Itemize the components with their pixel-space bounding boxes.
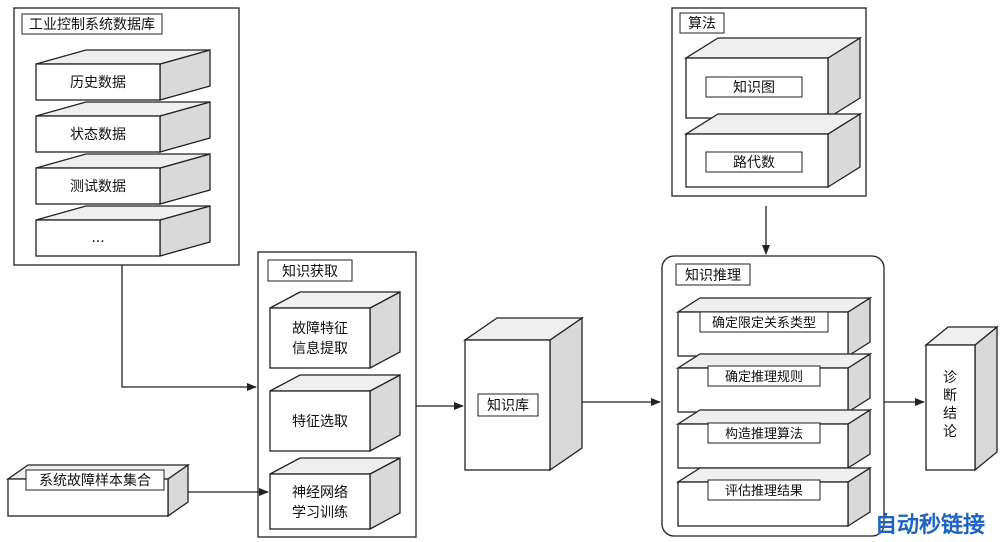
db-item-test: 测试数据 [35, 153, 211, 205]
result-char: 论 [943, 424, 957, 440]
db-item-label: ... [91, 230, 104, 246]
db-item-label: 状态数据 [70, 127, 126, 143]
acquire-item-feature-select: 特征选取 [269, 373, 401, 453]
acquire-group: 知识获取 故障特征 信息提取 特征选取 神经网络 学习训练 [257, 251, 417, 538]
reason-item-label: 评估推理结果 [725, 484, 803, 499]
acquire-title-box [267, 259, 353, 282]
db-frame [13, 7, 240, 266]
kb-label-box [477, 393, 539, 417]
acquire-frame [257, 251, 417, 538]
reason-item-rules: 确定推理规则 [675, 352, 873, 414]
reason-title: 知识推理 [685, 267, 741, 284]
acquire-item-line: 特征选取 [292, 414, 348, 430]
reason-item-label: 构造推理算法 [725, 427, 803, 442]
db-item-label: 测试数据 [70, 179, 126, 195]
algo-title-box [679, 12, 725, 34]
acquire-title: 知识获取 [282, 263, 338, 280]
result-char: 诊 [943, 370, 957, 386]
arrow-db-to-acquire [121, 265, 257, 391]
algo-frame [671, 7, 867, 197]
acquire-item-line: 信息提取 [292, 340, 348, 357]
samples-label-box [25, 469, 165, 491]
reason-item-evaluate: 评估推理结果 [675, 466, 873, 528]
reason-item-label: 确定推理规则 [725, 370, 803, 385]
acquire-item-line: 故障特征 [292, 321, 348, 337]
samples-box: 系统故障样本集合 [5, 463, 191, 518]
acquire-item-nn-training: 神经网络 学习训练 [269, 456, 401, 531]
result-box: 诊 断 结 论 [924, 325, 999, 472]
algo-group: 算法 知识图 路代数 [671, 7, 867, 197]
db-item-more: ... [35, 205, 211, 257]
reason-frame [661, 255, 885, 537]
reason-item-relation-type: 确定限定关系类型 [675, 296, 873, 358]
db-item-history: 历史数据 [35, 49, 211, 101]
samples-label: 系统故障样本集合 [39, 472, 151, 489]
reason-group: 知识推理 确定限定关系类型 确定推理规则 构造推理算法 [661, 255, 885, 537]
result-char: 结 [943, 406, 957, 422]
result-char: 断 [943, 388, 957, 404]
reason-item-label: 确定限定关系类型 [712, 316, 816, 331]
algo-item-label: 知识图 [733, 79, 775, 96]
db-title: 工业控制系统数据库 [29, 17, 155, 33]
algo-item-path-algebra: 路代数 [683, 112, 863, 189]
kb-label: 知识库 [487, 397, 529, 414]
db-title-box [21, 13, 163, 35]
db-item-label: 历史数据 [70, 75, 126, 91]
algo-item-label: 路代数 [733, 155, 775, 171]
acquire-item-feature-extract: 故障特征 信息提取 [269, 290, 401, 370]
knowledge-base: 知识库 [462, 316, 585, 472]
watermark-logo: 自动秒链接 [875, 512, 985, 538]
acquire-item-line: 神经网络 [292, 485, 348, 501]
acquire-item-line: 学习训练 [292, 505, 348, 521]
db-group: 工业控制系统数据库 历史数据 状态数据 测试数据 ... [13, 7, 240, 266]
reason-title-box [675, 263, 751, 286]
algo-item-knowledge-graph: 知识图 [683, 36, 863, 120]
reason-item-algorithm: 构造推理算法 [675, 408, 873, 470]
db-item-status: 状态数据 [35, 101, 211, 153]
algo-title: 算法 [688, 16, 716, 32]
